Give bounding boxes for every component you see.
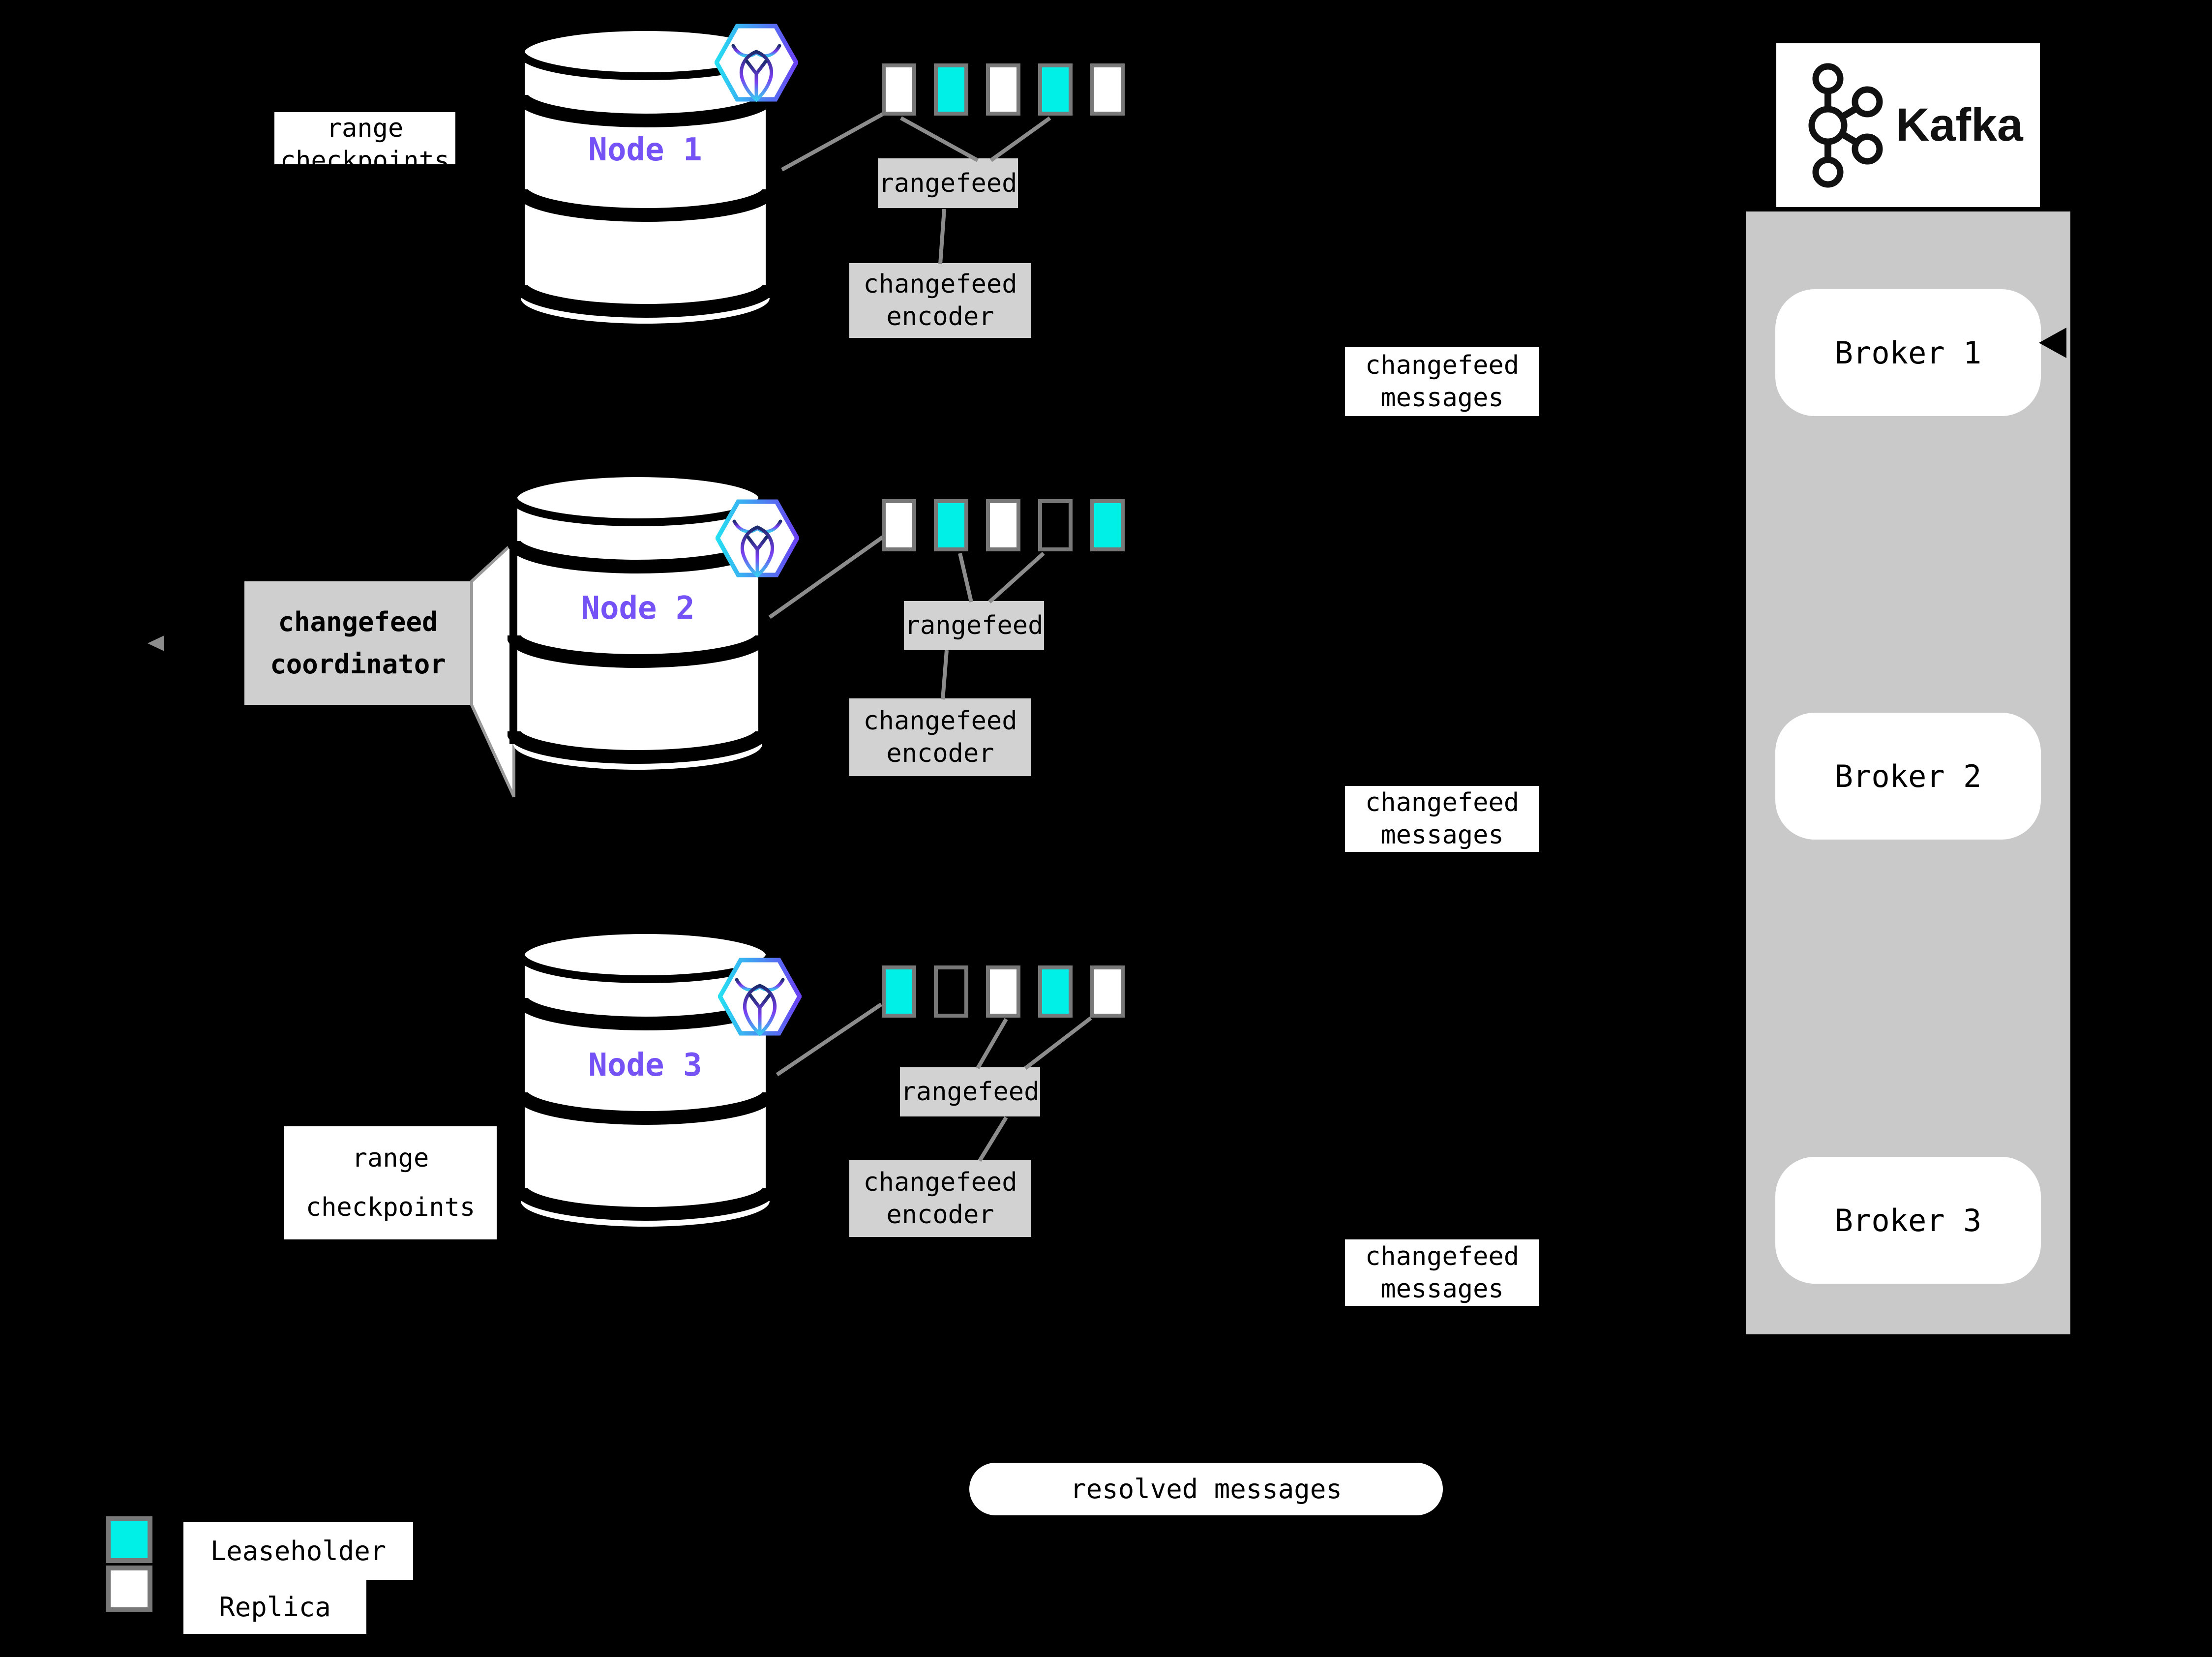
rangefeed-box-node2: rangefeed — [904, 601, 1044, 650]
changefeed-messages-label-3: changefeed messages — [1345, 1239, 1539, 1306]
encoder-text-2: changefeed encoder — [863, 706, 1017, 768]
range-cell-empty — [1038, 499, 1073, 551]
database-cylinder-icon-node2 — [508, 469, 768, 770]
kafka-header-box: Kafka — [1776, 43, 2040, 207]
cockroachdb-logo-icon-node3 — [718, 958, 802, 1036]
range-checkpoints-label-1: range checkpoints — [274, 112, 455, 164]
legend-replica-text: Replica — [219, 1591, 331, 1623]
resolved-messages-text: resolved messages — [1070, 1474, 1342, 1505]
rangefeed-text-1: rangefeed — [878, 168, 1017, 198]
legend-leaseholder-label-box: Leaseholder — [183, 1522, 413, 1580]
database-cylinder-icon-node1 — [515, 23, 776, 324]
kafka-broker-panel: Broker 1 Broker 2 Broker 3 — [1746, 211, 2070, 1334]
kafka-title: Kafka — [1896, 99, 2023, 151]
range-cell-leaseholder — [1038, 63, 1073, 116]
messages-text-1: changefeed messages — [1365, 351, 1520, 413]
range-checkpoints-text-1: range checkpoints — [280, 114, 450, 164]
node3-title: Node 3 — [588, 1047, 702, 1084]
ranges-row-node1 — [882, 63, 1125, 116]
broker-3-label: Broker 3 — [1834, 1202, 1982, 1238]
cockroachdb-logo-icon-node2 — [716, 499, 799, 578]
rangefeed-box-node1: rangefeed — [878, 158, 1018, 208]
changefeed-encoder-box-node2: changefeed encoder — [849, 698, 1031, 776]
cockroachdb-logo-icon-node1 — [715, 24, 798, 102]
coordinator-flap-shape — [470, 539, 515, 798]
range-cell-replica — [986, 63, 1020, 116]
rangefeed-text-3: rangefeed — [900, 1077, 1040, 1107]
changefeed-coordinator-label: changefeed coordinator — [244, 581, 472, 705]
changefeed-encoder-box-node3: changefeed encoder — [849, 1160, 1031, 1237]
rangefeed-text-2: rangefeed — [904, 611, 1044, 640]
rangefeed-box-node3: rangefeed — [900, 1067, 1040, 1116]
broker-1-label: Broker 1 — [1834, 334, 1982, 371]
ranges-row-node2 — [882, 499, 1125, 551]
range-cell-leaseholder — [882, 965, 916, 1018]
broker-2-label: Broker 2 — [1834, 758, 1982, 794]
range-cell-replica — [1090, 965, 1125, 1018]
broker-3-box: Broker 3 — [1775, 1157, 2041, 1284]
coordinator-arrowhead — [148, 635, 164, 651]
kafka-logo-icon — [1808, 63, 1883, 187]
coordinator-text: changefeed coordinator — [270, 606, 446, 680]
encoder-text-1: changefeed encoder — [863, 270, 1017, 331]
resolved-messages-pill: resolved messages — [969, 1463, 1443, 1515]
range-cell-replica — [882, 63, 916, 116]
range-cell-leaseholder — [934, 499, 968, 551]
changefeed-messages-label-2: changefeed messages — [1345, 786, 1539, 852]
range-cell-leaseholder — [1038, 965, 1073, 1018]
messages-text-3: changefeed messages — [1365, 1241, 1520, 1304]
broker-2-box: Broker 2 — [1775, 713, 2041, 840]
node1-title: Node 1 — [588, 132, 702, 168]
range-cell-leaseholder — [934, 63, 968, 116]
range-checkpoints-label-3: range checkpoints — [284, 1126, 497, 1239]
changefeed-encoder-box-node1: changefeed encoder — [849, 263, 1031, 338]
legend-replica-swatch — [106, 1566, 152, 1612]
range-cell-replica — [882, 499, 916, 551]
range-checkpoints-text-3: range checkpoints — [305, 1144, 476, 1222]
range-cell-replica — [986, 499, 1020, 551]
legend-leaseholder-swatch — [106, 1516, 152, 1563]
broker-1-box: Broker 1 — [1775, 289, 2041, 416]
legend-leaseholder-text: Leaseholder — [210, 1536, 387, 1567]
range-cell-replica — [1090, 63, 1125, 116]
legend-replica-label-box: Replica — [183, 1580, 366, 1634]
range-cell-empty — [934, 965, 968, 1018]
ranges-row-node3 — [882, 965, 1125, 1018]
encoder-text-3: changefeed encoder — [863, 1167, 1017, 1230]
range-cell-leaseholder — [1090, 499, 1125, 551]
broker1-arrowhead — [2039, 328, 2066, 358]
range-cell-replica — [986, 965, 1020, 1018]
changefeed-messages-label-1: changefeed messages — [1345, 347, 1539, 416]
node2-title: Node 2 — [581, 590, 695, 627]
messages-text-2: changefeed messages — [1365, 788, 1520, 850]
